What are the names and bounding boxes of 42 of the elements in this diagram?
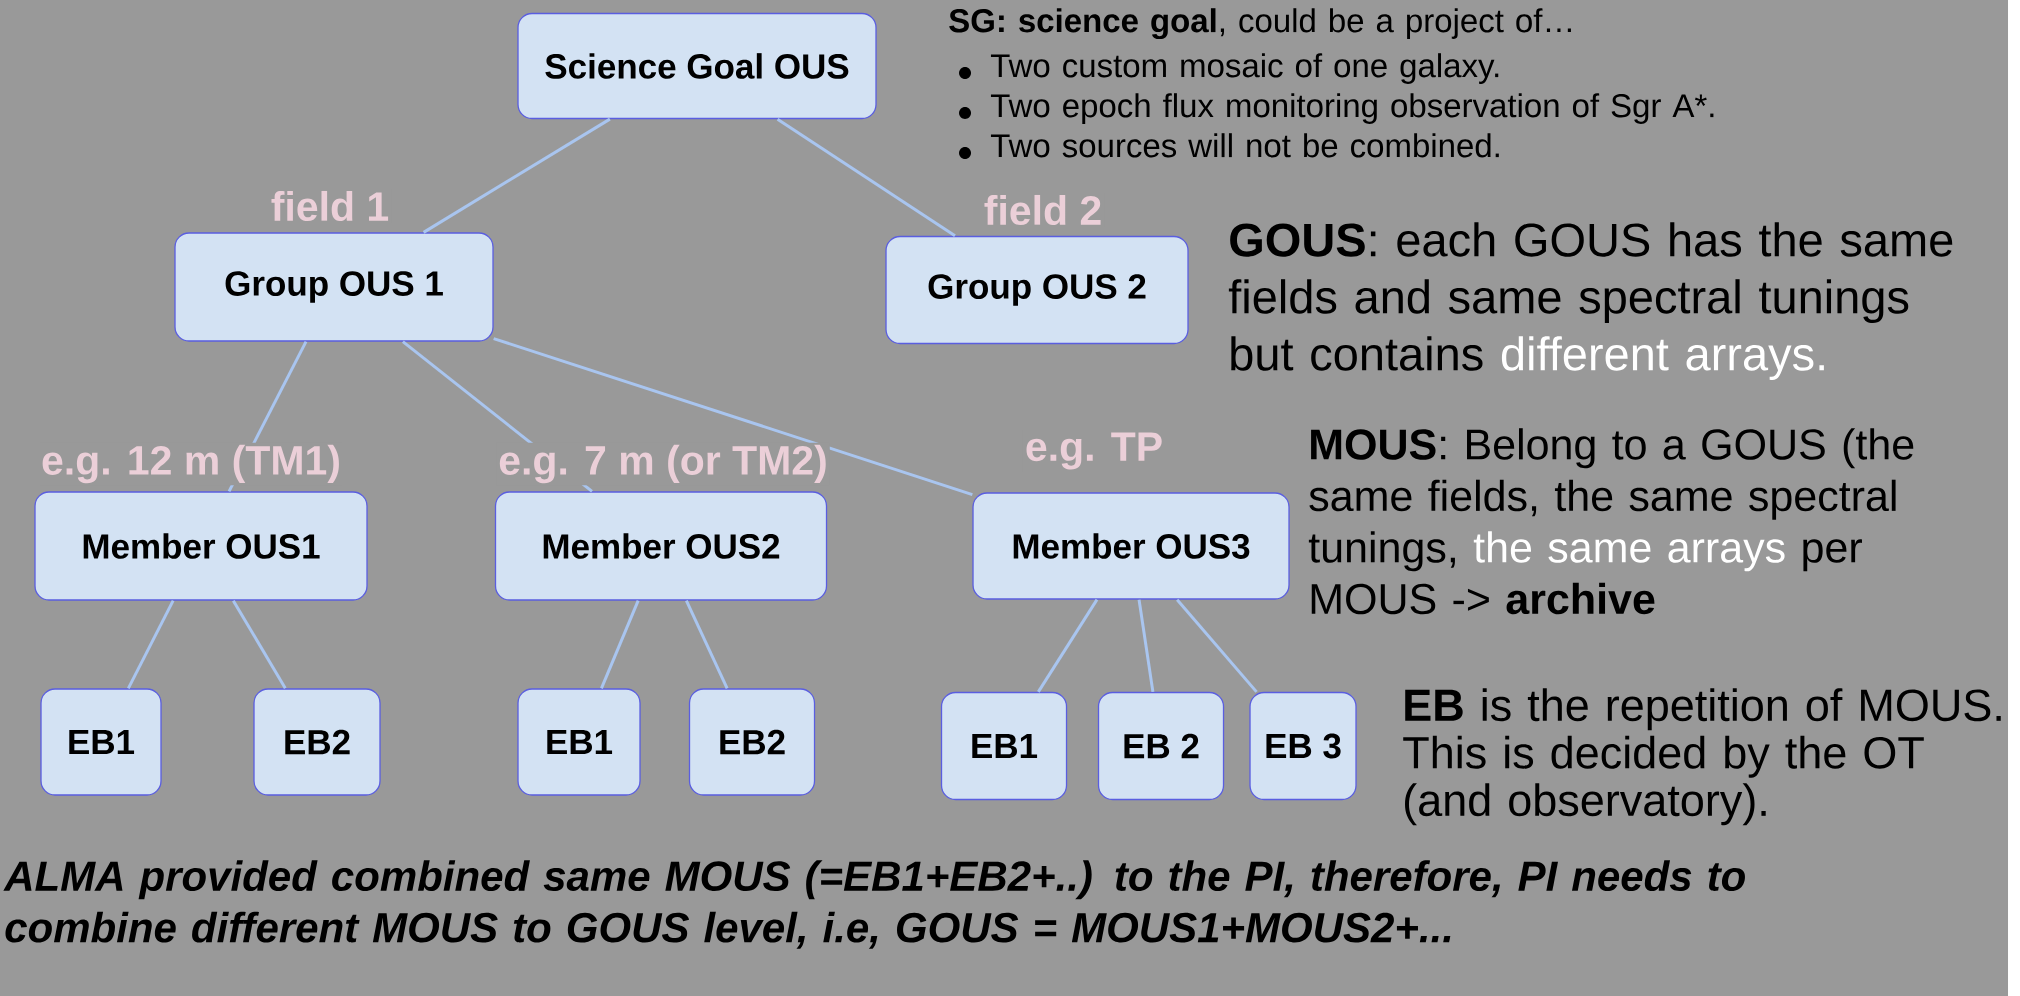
definition-text: GOUS: each GOUS has the same fields and same spectral tunings but contains different arrays. (1228, 222, 1953, 380)
ous-box: EB2 (688, 688, 816, 796)
label: per (1803, 539, 1862, 572)
note-text: ALMA provided combined same MOUS (=EB1+EB2+..) to the PI, therefore, PI needs to combine different MOUS to GOUS level, i.e, GOUS = MOUS1+MOUS2+... (3, 860, 1745, 949)
label: tunings, (1308, 531, 1455, 572)
level-label: e.g. 12 m (TM1) (39, 442, 343, 486)
label: MOUS: Belong to a GOUS (the (1311, 428, 1914, 469)
definition-text: EB is the repetition of MOUS. This is decided by the OT (and observatory). (1403, 688, 2001, 826)
ous-box: EB1 (40, 688, 162, 796)
ous-box: EB 3 (1249, 691, 1357, 801)
definition-text: SG: science goal, could be a project of… (949, 8, 1571, 40)
connector-line (1137, 599, 1155, 693)
connector-line (776, 117, 956, 238)
connector-line (232, 599, 287, 690)
definition-text: MOUS: Belong to a GOUS (the same fields, the same spectral tunings, the same arrays per MOUS -> archive (1308, 428, 1914, 615)
connector-line (1037, 598, 1099, 693)
ous-box: Member OUS1 (34, 491, 368, 601)
ous-box: EB2 (253, 688, 381, 796)
ous-box: Group OUS 2 (885, 235, 1189, 345)
ous-box: Science Goal OUS (517, 12, 877, 120)
level-label: e.g. 7 m (or TM2) (496, 442, 830, 486)
ous-box: EB1 (940, 691, 1068, 801)
connector-line (685, 600, 729, 689)
level-label: field 2 (981, 192, 1105, 228)
connector-line (127, 600, 175, 690)
label: same fields, the same spectral (1309, 479, 1896, 520)
ous-box: Member OUS3 (972, 492, 1290, 600)
connector-line (1176, 598, 1258, 693)
connector-line (422, 117, 611, 234)
label: the same arrays (1473, 531, 1785, 572)
ous-box: EB1 (517, 688, 641, 796)
level-label: field 1 (268, 188, 392, 224)
bullet-item: Two custom mosaic of one galaxy. (990, 53, 1499, 84)
bullet-item: Two sources will not be combined. (990, 133, 1499, 158)
level-label: e.g. TP (1022, 430, 1166, 472)
ous-box: Member OUS2 (494, 491, 828, 601)
bullet-item: Two epoch flux monitoring observation of Sgr A*. (990, 93, 1714, 124)
ous-box: Group OUS 1 (174, 232, 494, 342)
connector-line (600, 600, 640, 689)
connector-line (493, 337, 973, 496)
ous-box: EB 2 (1097, 691, 1225, 801)
label: MOUS -> archive (1311, 582, 1655, 615)
